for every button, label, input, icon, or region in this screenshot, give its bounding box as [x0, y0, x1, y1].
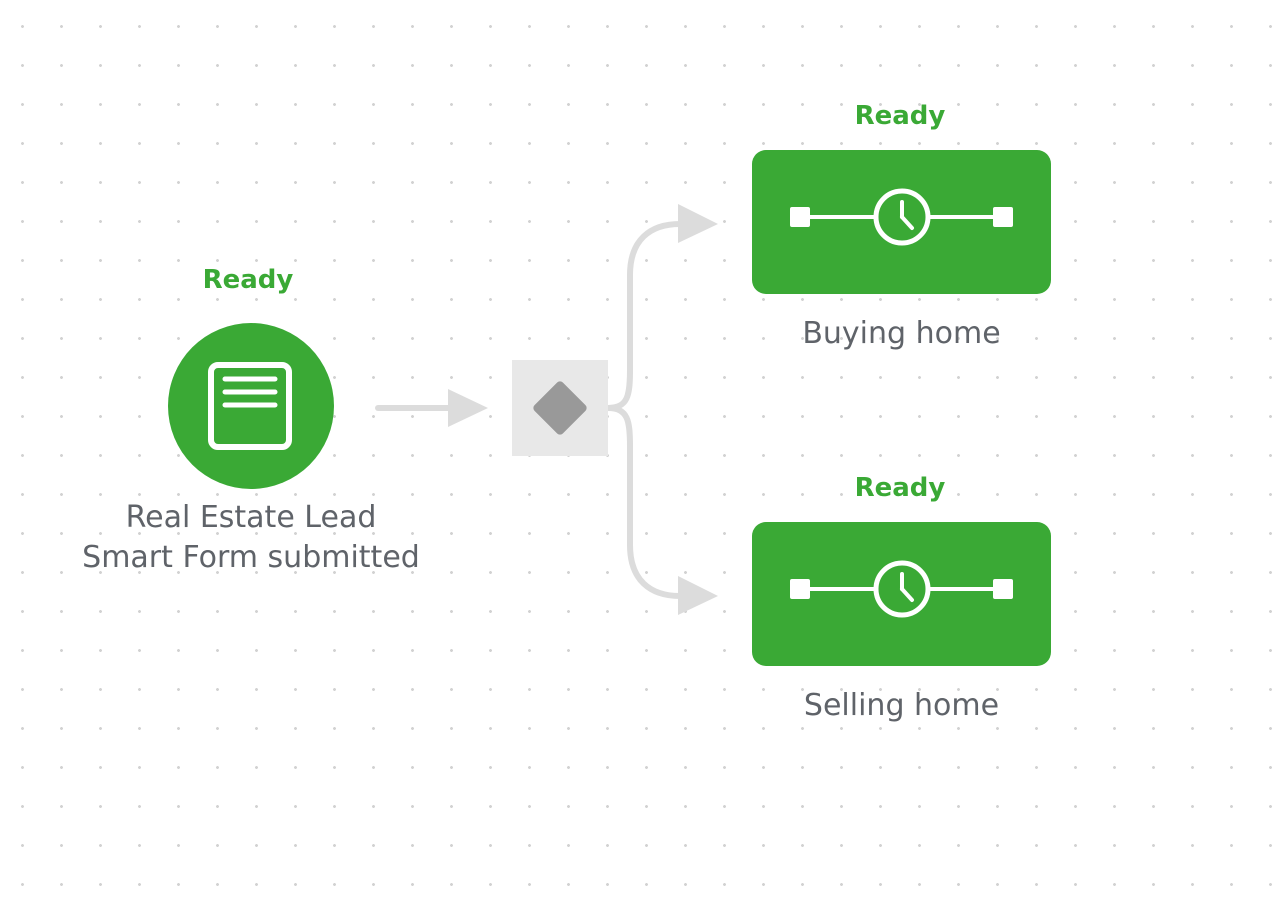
delay-clock-icon [790, 560, 1013, 618]
form-icon [208, 362, 292, 450]
trigger-label-line2: Smart Form submitted [82, 540, 420, 575]
buying-home-delay-node[interactable] [752, 150, 1051, 294]
buying-home-label: Buying home [802, 316, 1001, 351]
connector-branch-to-selling [605, 405, 718, 615]
trigger-label-line1: Real Estate Lead [125, 500, 377, 535]
selling-home-delay-node[interactable] [752, 522, 1051, 666]
branch-node[interactable] [512, 360, 608, 456]
buying-home-status: Ready [854, 101, 946, 131]
delay-clock-icon [790, 188, 1013, 246]
trigger-node[interactable] [168, 323, 334, 489]
selling-home-label: Selling home [803, 688, 1000, 723]
diamond-icon [531, 379, 589, 437]
connector-trigger-to-branch [375, 389, 488, 427]
trigger-status: Ready [202, 265, 294, 295]
selling-home-status: Ready [854, 473, 946, 503]
connector-branch-to-buying [605, 204, 718, 411]
